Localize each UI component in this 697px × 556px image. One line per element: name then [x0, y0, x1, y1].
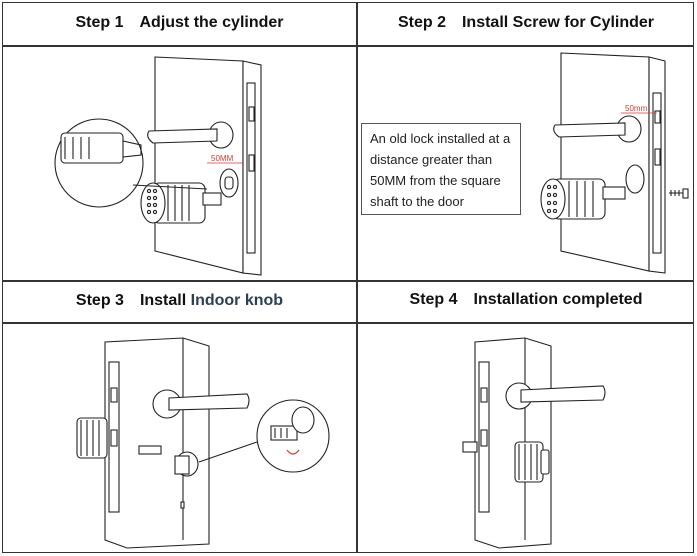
step-1-number: Step 1 [75, 14, 124, 31]
step-1-title: Adjust the cylinder [139, 14, 284, 31]
step-3-title-highlight: Indoor knob [190, 292, 284, 309]
grid-divider-vertical [356, 3, 358, 552]
grid-divider-header2 [3, 322, 693, 324]
step-2-number: Step 2 [397, 14, 446, 31]
step-2-panel: Step 2 Install Screw for Cylinder 50m [357, 3, 695, 280]
step-1-illustration: 50MM [54, 56, 262, 276]
step-4-header: Step 4 Installation completed [357, 280, 695, 320]
step-2-title: Install Screw for Cylinder [461, 14, 655, 31]
step-3-number: Step 3 [75, 292, 124, 309]
step-1-dimension-label: 50MM [211, 154, 234, 163]
grid-divider-header1 [3, 45, 693, 47]
keypad-dots-icon [546, 184, 558, 214]
step-4-number: Step 4 [409, 291, 458, 308]
step-2-dimension-label: 50mm [625, 104, 648, 113]
step-1-panel: Step 1 Adjust the cylinder [3, 3, 356, 280]
step-3-illustration [76, 337, 330, 549]
step-2-illustration: 50mm [540, 52, 689, 274]
step-2-header: Step 2 Install Screw for Cylinder [357, 3, 695, 43]
step-2-note: An old lock installed at a distance grea… [361, 123, 521, 215]
step-4-title: Installation completed [473, 291, 643, 308]
grid-divider-middle [3, 280, 693, 282]
keypad-dots-icon [146, 188, 158, 215]
step-4-illustration [462, 337, 606, 549]
step-3-title-prefix: Install [139, 292, 191, 309]
step-3-header: Step 3 Install Indoor knob [3, 280, 356, 322]
step-3-panel: Step 3 Install Indoor knob [3, 280, 356, 552]
step-4-panel: Step 4 Installation completed [357, 280, 695, 552]
step-1-header: Step 1 Adjust the cylinder [3, 3, 356, 43]
